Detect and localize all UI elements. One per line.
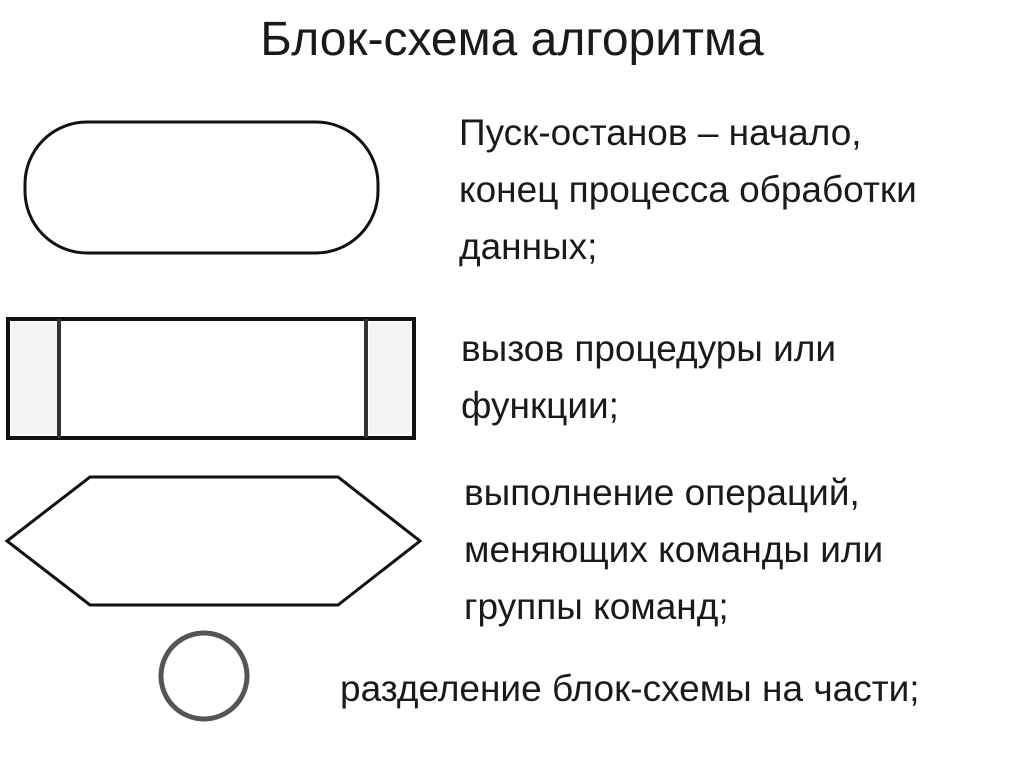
terminator-description-line: конец процесса обработки bbox=[459, 169, 917, 210]
predefined-process-description: вызов процедуры или функции; bbox=[461, 320, 836, 434]
terminator-description-line: Пуск-останов – начало, bbox=[459, 112, 862, 153]
predefined-process-description-line: функции; bbox=[461, 385, 619, 426]
preparation-description-line: меняющих команды или bbox=[464, 529, 884, 570]
preparation-description-line: группы команд; bbox=[464, 586, 729, 627]
predefined-process-shape bbox=[6, 317, 416, 440]
preparation-description-line: выполнение операций, bbox=[464, 472, 860, 513]
preparation-description: выполнение операций, меняющих команды ил… bbox=[464, 464, 883, 635]
preparation-shape bbox=[4, 475, 423, 607]
connector-description: разделение блок-схемы на части; bbox=[340, 660, 920, 717]
connector-description-line: разделение блок-схемы на части; bbox=[340, 668, 920, 709]
page-title: Блок-схема алгоритма bbox=[260, 13, 764, 66]
terminator-description-line: данных; bbox=[459, 226, 598, 267]
connector-shape bbox=[158, 630, 250, 722]
terminator-shape bbox=[23, 120, 380, 255]
terminator-description: Пуск-останов – начало, конец процесса об… bbox=[459, 104, 917, 275]
predefined-process-description-line: вызов процедуры или bbox=[461, 328, 837, 369]
